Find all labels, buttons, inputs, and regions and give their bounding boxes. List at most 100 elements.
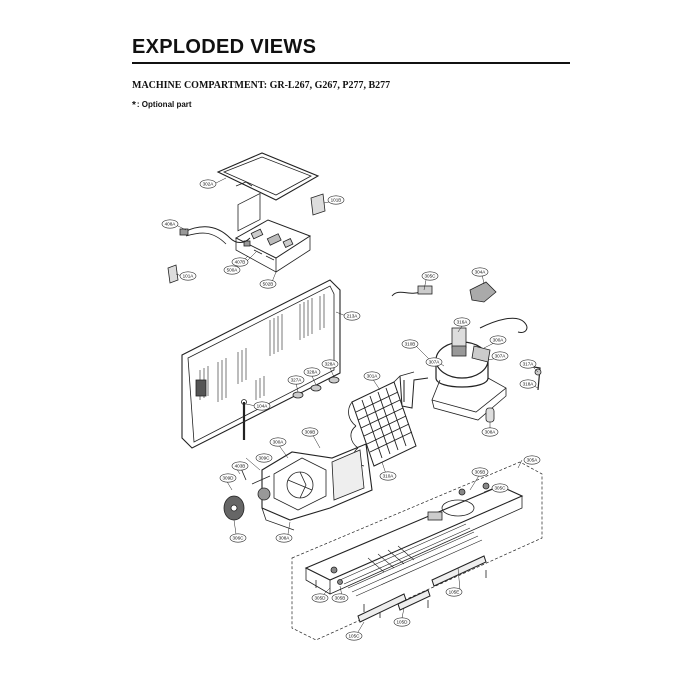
part-label-text: 327A bbox=[291, 378, 303, 383]
base-boundary bbox=[291, 461, 543, 641]
part-label-text: 305C bbox=[425, 274, 437, 279]
part-label-300a: 300A bbox=[269, 437, 287, 447]
part-label-text: 317A bbox=[523, 362, 535, 367]
part-label-text: 305B bbox=[475, 470, 486, 475]
back-panel bbox=[181, 192, 341, 449]
part-label-oval bbox=[259, 279, 277, 289]
part-label-104a: 104A bbox=[253, 401, 271, 411]
thermo-rod bbox=[241, 399, 247, 440]
relay-cable bbox=[391, 285, 433, 297]
part-label-oval bbox=[229, 533, 247, 543]
part-label-text: 105C bbox=[349, 634, 361, 639]
part-label-500a: 500A bbox=[223, 265, 241, 275]
part-label-oval bbox=[379, 471, 397, 481]
part-label-oval bbox=[489, 335, 507, 345]
screws bbox=[315, 570, 487, 618]
part-label-305b: 305B bbox=[331, 593, 349, 603]
part-label-101a: 101A bbox=[179, 271, 197, 281]
part-label-105e: 105E bbox=[445, 587, 463, 597]
part-label-oval bbox=[523, 455, 541, 465]
part-label-oval bbox=[311, 593, 329, 603]
part-label-oval bbox=[481, 427, 499, 437]
part-label-408a: 408A bbox=[161, 219, 179, 229]
section-title: MACHINE COMPARTMENT: GR-L267, G267, P277… bbox=[132, 80, 391, 91]
part-label-307a: 307A bbox=[425, 357, 443, 367]
part-label-oval bbox=[471, 267, 489, 277]
part-label-305c: 305C bbox=[491, 483, 509, 493]
page-title: EXPLODED VIEWS bbox=[132, 36, 317, 58]
part-label-text: 302A bbox=[203, 182, 215, 187]
part-label-oval bbox=[393, 617, 411, 627]
part-label-328a: 328A bbox=[303, 367, 321, 377]
part-label-oval bbox=[327, 195, 345, 205]
bracket-top bbox=[310, 193, 326, 216]
part-label-text: 305A bbox=[527, 458, 539, 463]
part-label-300a: 300A bbox=[489, 335, 507, 345]
part-label-305c: 305C bbox=[421, 271, 439, 281]
part-label-301a: 301A bbox=[363, 371, 381, 381]
fan-blade bbox=[223, 495, 245, 521]
part-label-oval bbox=[491, 483, 509, 493]
part-label-oval bbox=[331, 593, 349, 603]
base-pan bbox=[304, 482, 524, 597]
part-labels: 302A101B408A407B101A500A502B213A305C304A… bbox=[161, 179, 541, 641]
part-label-text: 308A bbox=[279, 536, 291, 541]
part-label-oval bbox=[445, 587, 463, 597]
part-label-text: 101B bbox=[331, 198, 342, 203]
part-label-oval bbox=[421, 271, 439, 281]
part-label-oval bbox=[401, 339, 419, 349]
part-label-text: 305C bbox=[495, 486, 507, 491]
part-label-oval bbox=[255, 453, 273, 463]
part-label-oval bbox=[491, 351, 509, 361]
fan-shroud bbox=[261, 443, 373, 531]
part-label-327a: 327A bbox=[287, 375, 305, 385]
title-rule bbox=[132, 62, 570, 64]
part-label-306c: 306C bbox=[229, 533, 247, 543]
part-label-oval bbox=[453, 317, 471, 327]
part-label-oval bbox=[275, 533, 293, 543]
part-label-305d: 305D bbox=[311, 593, 329, 603]
part-label-318a: 318A bbox=[519, 379, 537, 389]
part-label-213a: 213A bbox=[343, 311, 361, 321]
part-label-305b: 305B bbox=[471, 467, 489, 477]
control-board bbox=[234, 219, 312, 273]
part-label-oval bbox=[519, 379, 537, 389]
part-label-309c: 309C bbox=[255, 453, 273, 463]
part-label-text: 403B bbox=[235, 464, 246, 469]
part-label-oval bbox=[253, 401, 271, 411]
part-label-328a: 328A bbox=[321, 359, 339, 369]
part-label-oval bbox=[321, 359, 339, 369]
part-label-oval bbox=[223, 265, 241, 275]
part-label-text: 213A bbox=[347, 314, 359, 319]
part-label-310a: 310A bbox=[379, 471, 397, 481]
part-label-text: 301A bbox=[367, 374, 379, 379]
part-label-316a: 316A bbox=[453, 317, 471, 327]
part-label-oval bbox=[199, 179, 217, 189]
part-label-text: 307A bbox=[429, 360, 441, 365]
part-label-308a: 308A bbox=[481, 427, 499, 437]
part-label-text: 408A bbox=[165, 222, 177, 227]
part-label-308a: 308A bbox=[275, 533, 293, 543]
part-label-oval bbox=[301, 427, 319, 437]
part-label-text: 309B bbox=[305, 430, 316, 435]
part-label-text: 307A bbox=[495, 354, 507, 359]
part-label-oval bbox=[231, 257, 249, 267]
part-label-oval bbox=[269, 437, 287, 447]
part-label-105c: 105C bbox=[345, 631, 363, 641]
part-label-307a: 307A bbox=[491, 351, 509, 361]
part-label-302a: 302A bbox=[199, 179, 217, 189]
bracket-left bbox=[167, 264, 179, 284]
part-label-text: 309D bbox=[223, 476, 235, 481]
rails bbox=[357, 555, 487, 623]
part-label-text: 500A bbox=[227, 268, 239, 273]
fan-motor bbox=[239, 465, 271, 501]
part-label-text: 407B bbox=[235, 260, 246, 265]
part-label-text: 328A bbox=[307, 370, 319, 375]
part-label-text: 502B bbox=[263, 282, 274, 287]
part-label-310b: 310B bbox=[401, 339, 419, 349]
leader-lines bbox=[175, 177, 539, 633]
part-label-101b: 101B bbox=[327, 195, 345, 205]
part-label-317a: 317A bbox=[519, 359, 537, 369]
cover-plate bbox=[216, 152, 320, 201]
part-label-text: 305D bbox=[315, 596, 327, 601]
